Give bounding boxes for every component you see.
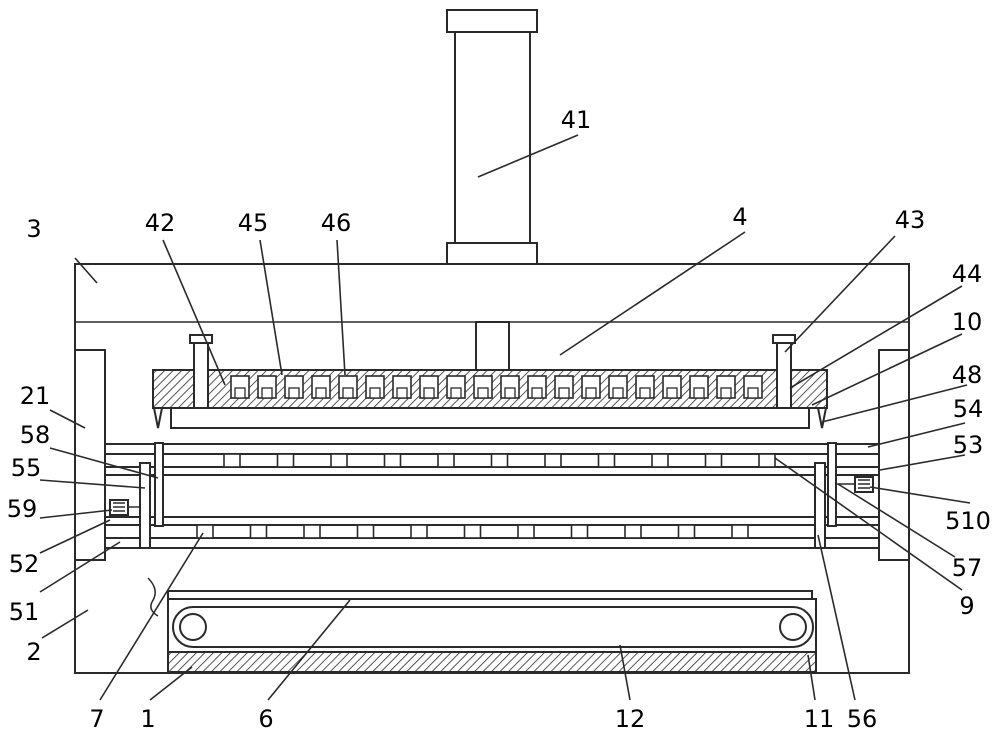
upper-roller	[383, 453, 402, 468]
press-block	[257, 375, 277, 399]
label-4: 4	[732, 203, 747, 231]
press-block	[527, 375, 547, 399]
press-block	[716, 375, 736, 399]
lower-roller	[196, 524, 214, 539]
label-12: 12	[615, 705, 646, 733]
upper-roller	[223, 453, 241, 468]
press-block	[635, 375, 655, 399]
piston-rod	[475, 321, 510, 371]
label-48: 48	[952, 361, 983, 389]
press-block	[230, 375, 250, 399]
lower-roller	[356, 524, 375, 539]
label-10: 10	[952, 308, 983, 336]
press-block	[581, 375, 601, 399]
spike-left	[152, 407, 164, 429]
press-block	[446, 375, 466, 399]
upper-roller	[437, 453, 455, 468]
label-3: 3	[26, 215, 41, 243]
press-block	[365, 375, 385, 399]
lower-roller	[463, 524, 482, 539]
press-block	[662, 375, 682, 399]
cylinder-41	[446, 9, 538, 265]
lower-roller	[303, 524, 321, 539]
press-block	[743, 375, 763, 399]
press-block	[473, 375, 493, 399]
press-block	[554, 375, 574, 399]
label-6: 6	[258, 705, 273, 733]
left-upright	[74, 349, 106, 561]
upper-roller	[544, 453, 562, 468]
label-41: 41	[561, 106, 592, 134]
lower-roller	[410, 524, 428, 539]
upper-roller	[704, 453, 723, 468]
label-51: 51	[9, 598, 40, 626]
upper-roller	[330, 453, 348, 468]
lower-roller	[249, 524, 268, 539]
label-53: 53	[953, 431, 984, 459]
press-block	[419, 375, 439, 399]
upper-roller	[597, 453, 616, 468]
right-upright	[878, 349, 910, 561]
motor-left	[109, 499, 140, 516]
press-block	[608, 375, 628, 399]
label-44: 44	[952, 260, 983, 288]
label-1: 1	[140, 705, 155, 733]
upper-roller	[651, 453, 669, 468]
press-block	[311, 375, 331, 399]
label-2: 2	[26, 638, 41, 666]
leader-lines	[39, 134, 971, 701]
label-9: 9	[959, 592, 974, 620]
label-46: 46	[321, 209, 352, 237]
label-510: 510	[945, 507, 991, 535]
press-block	[689, 375, 709, 399]
label-54: 54	[953, 395, 984, 423]
label-55: 55	[11, 454, 42, 482]
label-58: 58	[20, 421, 51, 449]
pressing-plate	[152, 369, 828, 409]
upper-roller	[490, 453, 509, 468]
lower-roller	[731, 524, 749, 539]
clamp-bars	[139, 442, 837, 549]
conveyor	[167, 590, 817, 673]
upper-roller	[276, 453, 295, 468]
label-11: 11	[804, 705, 835, 733]
rollers	[196, 453, 776, 539]
lower-roller	[570, 524, 589, 539]
press-block	[284, 375, 304, 399]
label-21: 21	[20, 382, 51, 410]
label-57: 57	[952, 554, 983, 582]
label-52: 52	[9, 550, 40, 578]
part-labels: 41 3 42 45 46 4 43 44 10 48 21 54 58 53 …	[7, 106, 991, 733]
label-59: 59	[7, 495, 38, 523]
label-7: 7	[89, 705, 104, 733]
lower-roller	[677, 524, 696, 539]
label-43: 43	[895, 206, 926, 234]
press-blocks	[230, 375, 763, 399]
lower-roller	[517, 524, 535, 539]
label-56: 56	[847, 705, 878, 733]
label-45: 45	[238, 209, 269, 237]
label-42: 42	[145, 209, 176, 237]
press-block	[392, 375, 412, 399]
press-block	[338, 375, 358, 399]
plate-48	[170, 407, 810, 429]
press-block	[500, 375, 520, 399]
upper-roller	[758, 453, 776, 468]
lower-roller	[624, 524, 642, 539]
spike-right	[816, 407, 828, 429]
